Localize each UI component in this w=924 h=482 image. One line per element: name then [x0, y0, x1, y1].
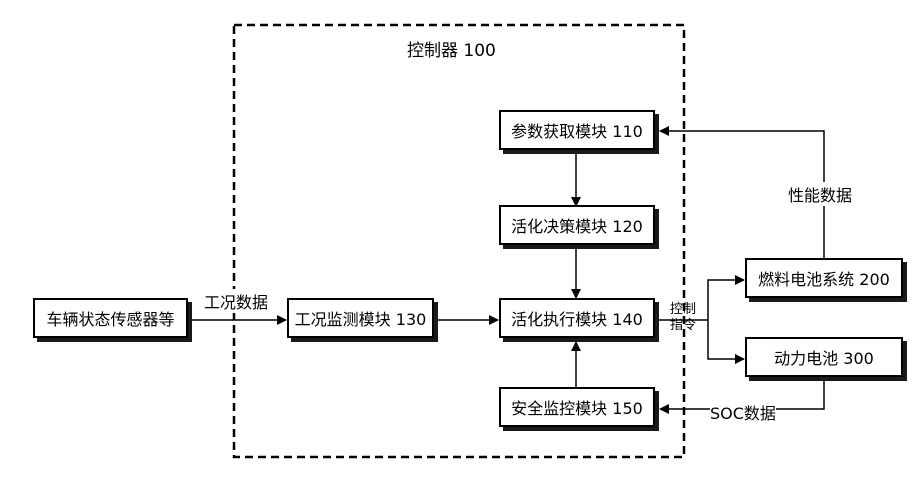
- arrow-exec-to-fuelcell: [708, 280, 744, 320]
- fuel-cell-box: 燃料电池系统 200: [745, 258, 903, 298]
- decision-module-box: 活化决策模块 120: [499, 205, 655, 245]
- param-module-box: 参数获取模块 110: [499, 110, 655, 150]
- sensors-box: 车辆状态传感器等: [33, 298, 188, 338]
- condition-data-label: 工况数据: [204, 289, 268, 313]
- safety-module-box: 安全监控模块 150: [499, 387, 655, 427]
- arrow-exec-to-battery: [708, 320, 744, 359]
- exec-module-box: 活化执行模块 140: [499, 298, 655, 338]
- control-command-label-2: 指令: [670, 318, 696, 333]
- performance-data-label: 性能数据: [788, 182, 852, 206]
- controller-title: 控制器 100: [407, 36, 496, 61]
- monitor-module-box: 工况监测模块 130: [287, 298, 434, 338]
- battery-box: 动力电池 300: [745, 337, 903, 377]
- soc-data-label: SOC数据: [710, 400, 776, 424]
- control-command-label-1: 控制: [670, 302, 696, 317]
